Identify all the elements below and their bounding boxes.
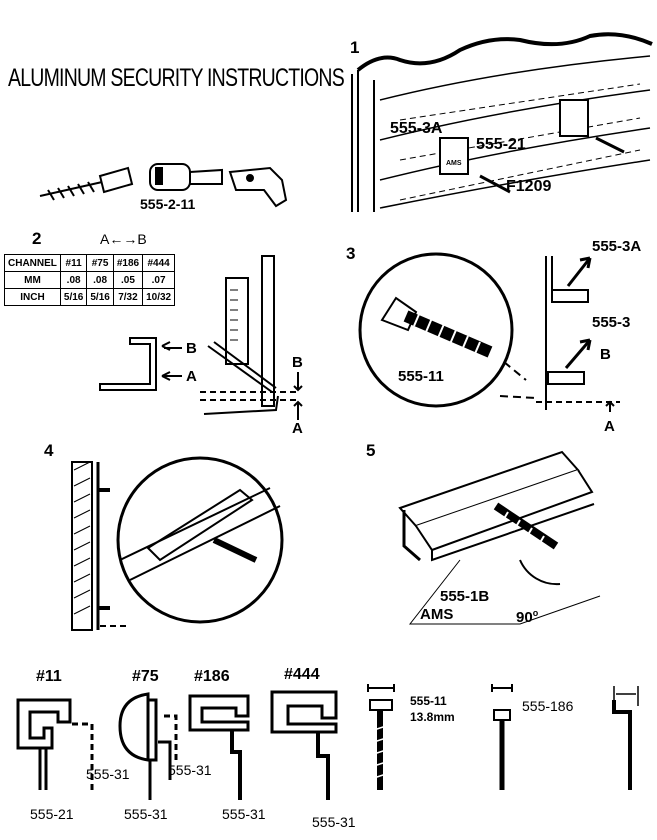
profile-11-name: #11 bbox=[36, 668, 62, 685]
wall-panel-illustration bbox=[351, 32, 653, 212]
screw-magnifier-illustration bbox=[358, 252, 537, 408]
channel-perspective-illustration bbox=[398, 450, 601, 625]
clip-detail-illustration bbox=[536, 256, 620, 412]
clip-3-label: 555-3 bbox=[592, 314, 631, 331]
part-555-21-label: 555-21 bbox=[30, 806, 74, 822]
screw-and-driver-icon bbox=[39, 163, 288, 208]
brand-label: AMS bbox=[420, 606, 454, 623]
clip-b-label: B bbox=[600, 346, 611, 363]
gauge-a-label: A bbox=[292, 420, 303, 437]
table-cell: 5/16 bbox=[86, 288, 114, 306]
table-header-cell: #11 bbox=[59, 254, 88, 272]
table-cell: INCH bbox=[4, 288, 61, 306]
clip-3a-detail-label: 555-3A bbox=[592, 238, 642, 255]
part-555-31-label: 555-31 bbox=[86, 766, 130, 782]
profile-186-illustration bbox=[188, 694, 250, 800]
table-cell: .05 bbox=[112, 271, 144, 289]
screw-555-11-name: 555-11 bbox=[410, 694, 447, 708]
clip-3a-label: 555-3A bbox=[390, 120, 443, 137]
clip-a-label: A bbox=[604, 418, 615, 435]
profile-444-illustration bbox=[270, 690, 338, 800]
installation-side-view-illustration bbox=[71, 456, 284, 631]
table-cell: .07 bbox=[142, 271, 176, 289]
table-header-cell: #444 bbox=[142, 254, 176, 272]
screw-f1209-label: F1209 bbox=[506, 178, 552, 195]
driver-bit-label: 555-2-11 bbox=[140, 196, 196, 212]
step-number-3: 3 bbox=[346, 244, 356, 263]
channel-1b-label: 555-1B bbox=[440, 588, 490, 605]
part-555-31-label: 555-31 bbox=[312, 814, 356, 830]
table-header-cell: #186 bbox=[112, 254, 144, 272]
screw-555-186-name: 555-186 bbox=[522, 698, 574, 714]
table-header-cell: CHANNEL bbox=[4, 254, 61, 272]
gauge-b-label: B bbox=[292, 354, 303, 371]
profile-11-illustration bbox=[16, 698, 94, 790]
table-header-cell: #75 bbox=[86, 254, 114, 272]
profile-75-name: #75 bbox=[132, 668, 159, 685]
gauge-illustration bbox=[200, 255, 303, 420]
table-row: MM .08 .08 .05 .07 bbox=[4, 271, 176, 289]
channel-spec-table: CHANNEL #11 #75 #186 #444 MM .08 .08 .05… bbox=[4, 254, 176, 306]
channel-a-label: A bbox=[186, 368, 197, 385]
table-cell: MM bbox=[4, 271, 61, 289]
a-b-indicator: A←→B bbox=[100, 231, 147, 247]
screw-555-11-illustration bbox=[367, 684, 395, 790]
part-555-31-label: 555-31 bbox=[222, 806, 266, 822]
screw-555-11-size: 13.8mm bbox=[410, 710, 455, 724]
step-number-5: 5 bbox=[366, 441, 376, 460]
table-cell: 5/16 bbox=[59, 288, 88, 306]
table-cell: 7/32 bbox=[112, 288, 144, 306]
screw-555-11-label: 555-11 bbox=[398, 368, 444, 385]
channel-profile-illustration bbox=[99, 337, 182, 391]
part-555-31-label: 555-31 bbox=[124, 806, 168, 822]
part-555-31-label: 555-31 bbox=[168, 762, 212, 778]
profile-186-name: #186 bbox=[194, 668, 230, 685]
table-cell: .08 bbox=[86, 271, 114, 289]
channel-b-label: B bbox=[186, 340, 197, 357]
profile-444-name: #444 bbox=[284, 666, 320, 683]
profile-75-illustration bbox=[118, 692, 178, 800]
table-row: INCH 5/16 5/16 7/32 10/32 bbox=[4, 288, 176, 306]
table-header-row: CHANNEL #11 #75 #186 #444 bbox=[4, 254, 176, 272]
channel-21-label: 555-21 bbox=[476, 136, 526, 153]
table-cell: 10/32 bbox=[142, 288, 176, 306]
channel-side-profile-illustration bbox=[612, 686, 639, 790]
step-number-4: 4 bbox=[44, 441, 54, 460]
step-number-1: 1 bbox=[350, 38, 360, 57]
table-cell: .08 bbox=[59, 271, 88, 289]
screw-555-186-illustration bbox=[491, 684, 513, 790]
angle-label: 90o bbox=[516, 608, 539, 626]
clip-brand-text: AMS bbox=[446, 160, 462, 167]
step-number-2: 2 bbox=[32, 229, 42, 248]
page-title: ALUMINUM SECURITY INSTRUCTIONS bbox=[8, 64, 345, 92]
